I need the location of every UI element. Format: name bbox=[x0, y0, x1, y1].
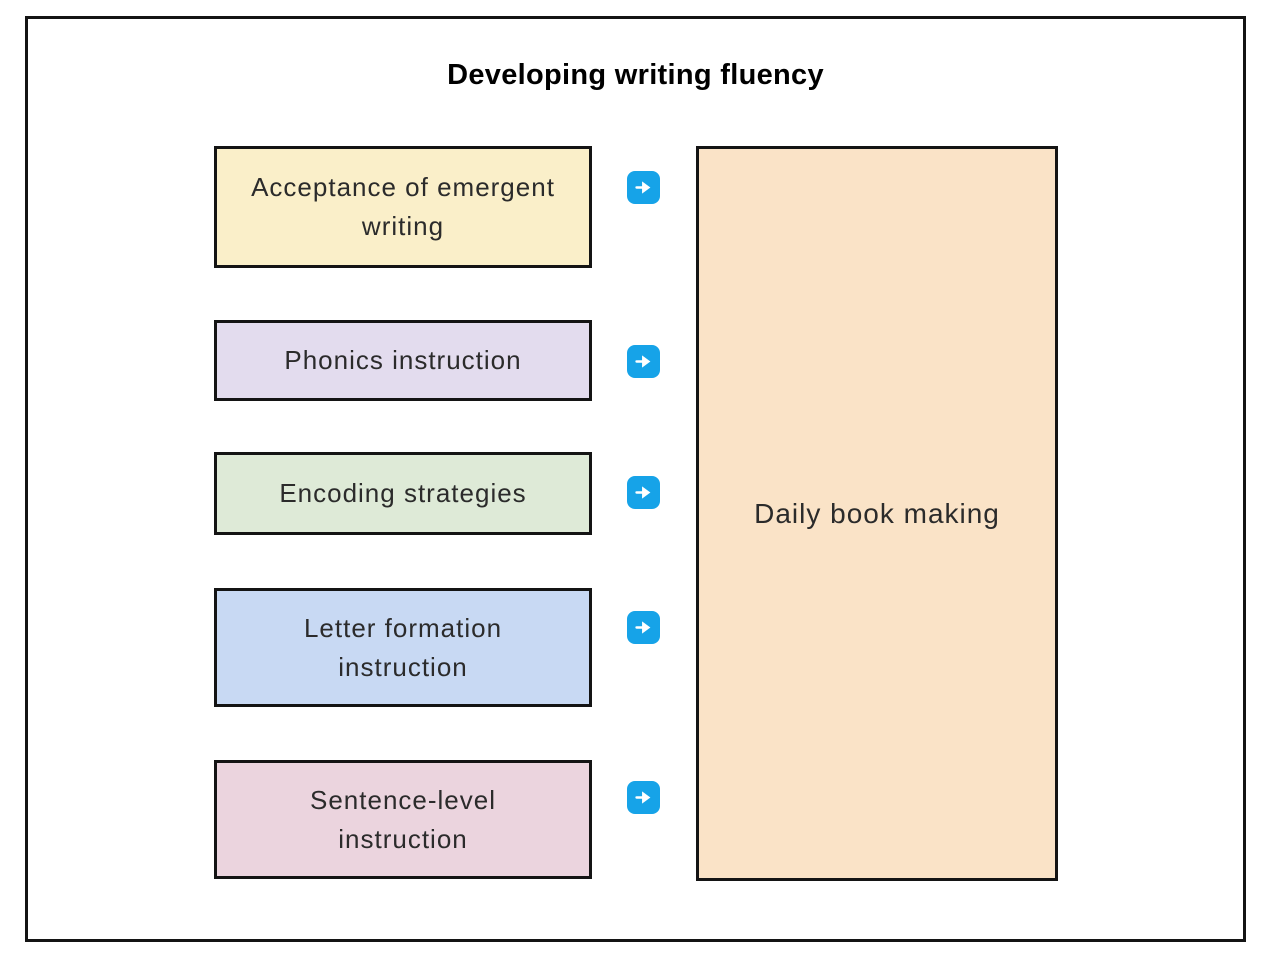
right-arrow-icon bbox=[627, 611, 660, 644]
right-arrow-icon bbox=[627, 781, 660, 814]
output-box-daily-book-making: Daily book making bbox=[696, 146, 1058, 881]
diagram-frame: Developing writing fluency Acceptance of… bbox=[25, 16, 1246, 942]
input-box-phonics-instruction: Phonics instruction bbox=[214, 320, 592, 401]
input-box-acceptance-of-emergent-writing: Acceptance of emergent writing bbox=[214, 146, 592, 268]
diagram-title: Developing writing fluency bbox=[447, 59, 824, 91]
right-arrow-icon bbox=[627, 171, 660, 204]
input-box-encoding-strategies: Encoding strategies bbox=[214, 452, 592, 535]
right-arrow-icon bbox=[627, 476, 660, 509]
input-box-letter-formation-instruction: Letter formation instruction bbox=[214, 588, 592, 707]
input-box-sentence-level-instruction: Sentence-level instruction bbox=[214, 760, 592, 879]
right-arrow-icon bbox=[627, 345, 660, 378]
